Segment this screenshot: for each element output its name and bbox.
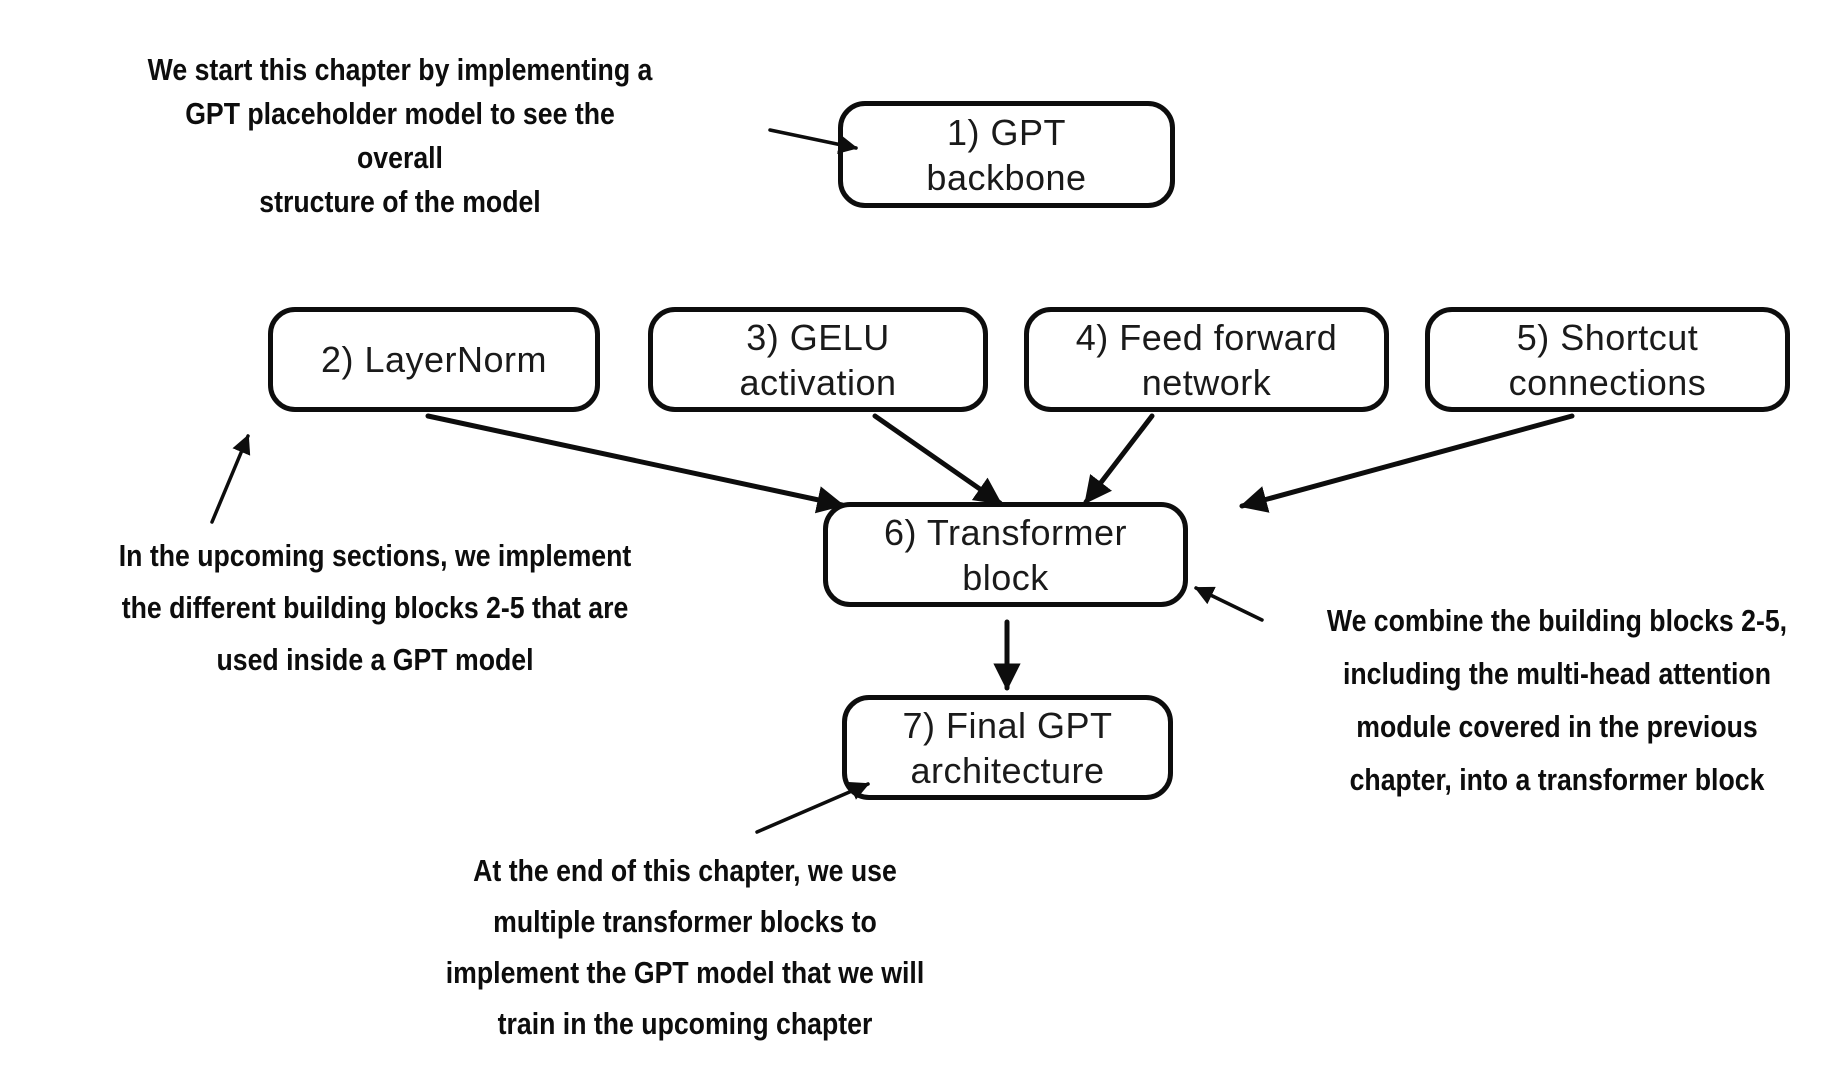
arrow-building-blocks-note-to-layernorm bbox=[210, 434, 251, 524]
node-layernorm-label: 2) LayerNorm bbox=[320, 339, 548, 380]
arrow-layernorm-to-transformer-block bbox=[425, 413, 845, 514]
arrow-feed-forward-to-transformer-block bbox=[1083, 413, 1155, 505]
node-feed-forward-network: 4) Feed forward network bbox=[1024, 307, 1389, 412]
arrow-shortcut-to-transformer-block bbox=[1239, 413, 1575, 513]
node-transformer-block-label: 6) Transformer block bbox=[883, 511, 1128, 598]
annotation-intro: We start this chapter by implementing a … bbox=[147, 52, 653, 219]
node-transformer-block: 6) Transformer block bbox=[823, 502, 1188, 607]
node-final-gpt-architecture: 7) Final GPT architecture bbox=[842, 695, 1173, 800]
node-final-gpt-architecture-label: 7) Final GPT architecture bbox=[902, 704, 1113, 791]
arrow-gelu-to-transformer-block bbox=[872, 413, 1003, 506]
node-layernorm: 2) LayerNorm bbox=[268, 307, 600, 412]
annotation-building-blocks: In the upcoming sections, we implement t… bbox=[118, 538, 632, 677]
arrow-combine-note-to-transformer-block bbox=[1194, 586, 1264, 622]
node-gelu-activation-label: 3) GELU activation bbox=[739, 316, 897, 403]
annotation-end-of-chapter: At the end of this chapter, we use multi… bbox=[445, 853, 925, 1041]
node-shortcut-connections-label: 5) Shortcut connections bbox=[1508, 316, 1707, 403]
node-feed-forward-network-label: 4) Feed forward network bbox=[1075, 316, 1338, 403]
node-gpt-backbone-label: 1) GPT backbone bbox=[926, 111, 1087, 198]
node-gelu-activation: 3) GELU activation bbox=[648, 307, 988, 412]
node-gpt-backbone: 1) GPT backbone bbox=[838, 101, 1175, 208]
annotation-combine-blocks: We combine the building blocks 2-5, incl… bbox=[1326, 603, 1788, 797]
node-shortcut-connections: 5) Shortcut connections bbox=[1425, 307, 1790, 412]
